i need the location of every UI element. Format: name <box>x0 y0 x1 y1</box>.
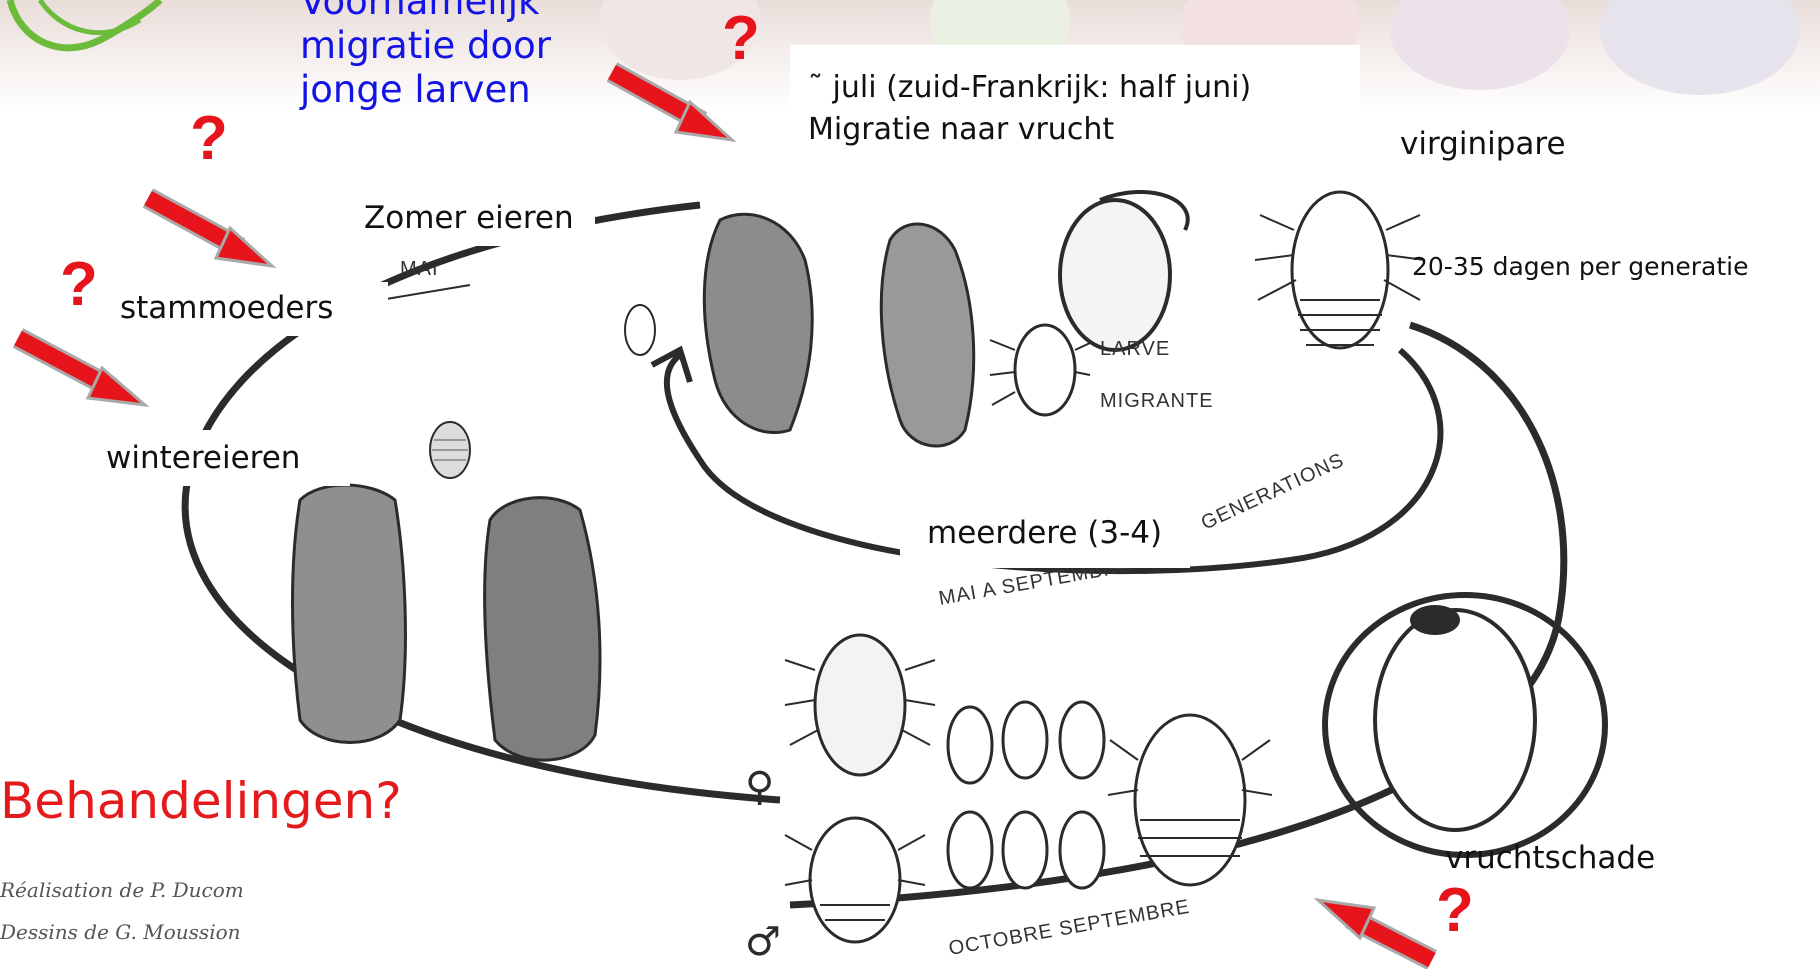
july-label-line-2: Migratie naar vrucht <box>808 112 1114 147</box>
apple-damage-spot <box>1410 605 1460 635</box>
migrante-text: MIGRANTE <box>1100 390 1214 412</box>
mai-leader <box>380 285 470 300</box>
question-mark: ? <box>60 254 98 316</box>
aphid-sexupare <box>1108 715 1272 885</box>
apple-sketch <box>1060 200 1170 350</box>
lower-eggs <box>948 702 1104 888</box>
generations-count-label: meerdere (3-4) <box>927 515 1162 551</box>
question-mark: ? <box>722 8 760 70</box>
red-arrow <box>148 198 272 266</box>
stem-mothers-label: stammoeders <box>120 290 333 326</box>
aphid-female <box>785 635 935 775</box>
red-arrow <box>1318 900 1432 960</box>
credit-line-2: Dessins de G. Moussion <box>0 920 241 944</box>
female-symbol: ♀ <box>745 764 774 810</box>
header-line-1: Voornamelijk <box>300 0 539 24</box>
aphid-male <box>785 818 925 942</box>
damaged-apple <box>1375 610 1535 830</box>
header-line-3: jonge larven <box>300 68 531 112</box>
bark-piece <box>881 224 973 446</box>
winter-eggs-label: wintereieren <box>106 440 300 476</box>
male-symbol: ♂ <box>745 919 781 965</box>
octobre-septembre-text: OCTOBRE SEPTEMBRE <box>947 896 1192 960</box>
generations-text: GENERATIONS <box>1198 449 1348 534</box>
treatments-label: Behandelingen? <box>0 772 402 830</box>
generation-days-label: 20-35 dagen per generatie <box>1412 252 1749 281</box>
bark-piece <box>704 214 812 432</box>
larva-migrant <box>990 325 1090 415</box>
mai-text: MAI <box>400 258 439 280</box>
bark-piece <box>293 485 406 743</box>
credit-line-1: Réalisation de P. Ducom <box>0 878 244 902</box>
summer-eggs-label: Zomer eieren <box>364 200 574 236</box>
question-mark: ? <box>190 108 228 170</box>
virginipare-label: virginipare <box>1400 126 1566 162</box>
july-label-line-1: ˜ juli (zuid-Frankrijk: half juni) <box>808 70 1251 105</box>
larve-text: LARVE <box>1100 338 1170 360</box>
bark-piece <box>485 498 600 760</box>
question-mark: ? <box>1436 880 1474 942</box>
summer-egg <box>625 305 655 355</box>
fruit-damage-label: vruchtschade <box>1445 840 1655 876</box>
header-line-2: migratie door <box>300 24 551 68</box>
red-arrow <box>18 338 145 405</box>
aphid-virginipare <box>1255 192 1425 348</box>
